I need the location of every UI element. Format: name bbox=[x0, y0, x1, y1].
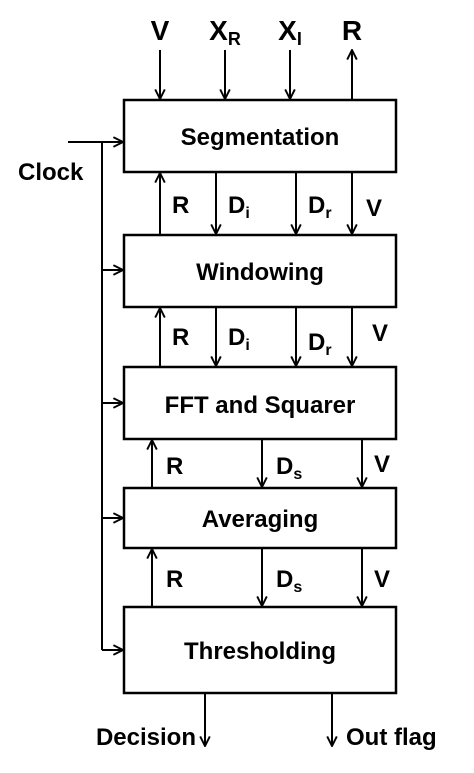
label-r-out: R bbox=[342, 15, 362, 46]
clock-bus: Clock bbox=[18, 142, 123, 650]
label-xi-in: XI bbox=[278, 15, 302, 49]
block-label-windowing: Windowing bbox=[196, 259, 324, 286]
label-v: V bbox=[366, 195, 382, 222]
label-di: Di bbox=[228, 324, 250, 354]
label-clock: Clock bbox=[18, 159, 84, 186]
label-r: R bbox=[172, 324, 189, 351]
link-fft-averaging: R Ds V bbox=[152, 440, 390, 487]
link-windowing-fft: R Di Dr V bbox=[160, 308, 388, 366]
label-v: V bbox=[372, 320, 388, 347]
label-decision: Decision bbox=[96, 724, 196, 751]
block-averaging: Averaging bbox=[122, 486, 398, 550]
label-r: R bbox=[166, 453, 183, 480]
label-out-flag: Out flag bbox=[346, 724, 437, 751]
label-ds: Ds bbox=[276, 566, 302, 596]
label-r: R bbox=[172, 192, 189, 219]
block-label-thresholding: Thresholding bbox=[184, 638, 336, 665]
block-label-fft-squarer: FFT and Squarer bbox=[165, 392, 356, 419]
label-v-in: V bbox=[151, 15, 170, 46]
label-v: V bbox=[374, 566, 390, 593]
link-segmentation-windowing: R Di Dr V bbox=[160, 173, 382, 234]
block-segmentation: Segmentation bbox=[122, 98, 398, 174]
label-dr: Dr bbox=[308, 329, 332, 359]
label-di: Di bbox=[228, 192, 250, 222]
label-ds: Ds bbox=[276, 453, 302, 483]
block-label-segmentation: Segmentation bbox=[181, 124, 340, 151]
label-dr: Dr bbox=[308, 192, 332, 222]
top-inputs: V XR XI R bbox=[151, 15, 362, 99]
label-xr-in: XR bbox=[209, 15, 241, 49]
link-averaging-thresholding: R Ds V bbox=[152, 549, 390, 606]
block-thresholding: Thresholding bbox=[122, 605, 398, 695]
label-r: R bbox=[166, 566, 183, 593]
block-fft-squarer: FFT and Squarer bbox=[122, 365, 398, 441]
label-v: V bbox=[374, 451, 390, 478]
block-windowing: Windowing bbox=[122, 233, 398, 309]
block-label-averaging: Averaging bbox=[202, 506, 318, 533]
outputs: Decision Out flag bbox=[96, 694, 437, 751]
